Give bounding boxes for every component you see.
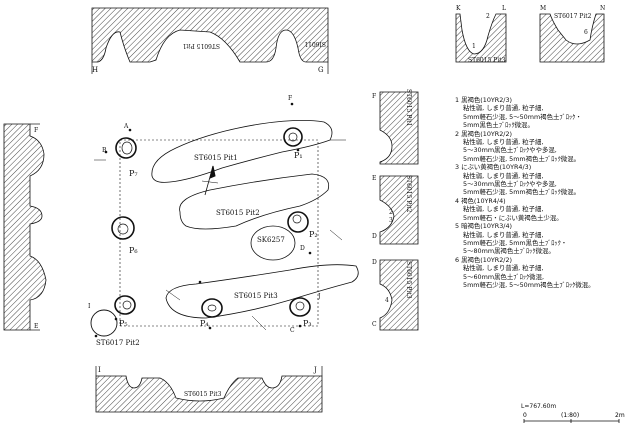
legend-entry-line: 5mm軽石少混, 5mm褐色土ﾌﾞﾛｯｸ微混。: [463, 188, 580, 197]
post-p1: P₁: [294, 151, 303, 160]
legend-entry-line: 5～30mm黒色土ﾌﾞﾛｯｸやや多混,: [463, 146, 557, 155]
plan-letter-b: B: [102, 147, 107, 154]
letter-e-left: E: [34, 323, 38, 330]
plan-letter-a: A: [123, 123, 129, 130]
legend-entry-head: 1 黒褐色(10YR2/3): [455, 96, 513, 104]
plan-letter-i: I: [88, 303, 91, 310]
letter-l: L: [502, 5, 506, 12]
legend-entry: 6 黒褐色(10YR2/2) 粘性弱, しまり普通, 粒子細, 5～60mm黒色…: [455, 256, 623, 290]
letter-j-section: J: [313, 366, 317, 374]
section-right: ST6015 Pit1 ST6015 Pit2 ST6015 Pit3 F E …: [372, 89, 419, 331]
legend-entry-line: 5mm軽石少混, 5mm黒色土ﾌﾞﾛｯｸ・: [463, 238, 568, 247]
legend-entry-head: 2 黒褐色(10YR2/2): [455, 129, 513, 138]
section-left: F E: [3, 123, 47, 331]
layer-num-3: 3: [389, 217, 393, 224]
layer-num-1-kl: 1: [472, 43, 476, 50]
mn-inner-label: ST6017 Pit2: [554, 13, 592, 20]
legend-entry-line: 粘性弱, しまり普通, 粒子細,: [463, 138, 544, 147]
legend-entry: 1 黒褐色(10YR2/3) 粘性弱, しまり普通, 粒子細, 5mm軽石少混,…: [455, 96, 623, 130]
top-section-label: ST6015 Pit1: [183, 42, 220, 49]
scale-bar-graphic: 0 (1:80) 2m: [523, 412, 625, 423]
legend-entry-line: 5～30mm黒色土ﾌﾞﾛｯｸやや多混,: [463, 180, 557, 189]
post-p2: P₂: [309, 230, 318, 239]
legend-entry-line: 粘性弱, しまり普通, 粒子細,: [463, 171, 544, 180]
legend-entry-head: 6 黒褐色(10YR2/2): [455, 255, 513, 264]
letter-g: G: [318, 66, 324, 74]
top-section-right-label: SI6011: [304, 40, 326, 47]
scale-ratio: (1:80): [561, 412, 579, 419]
section-m-n: M N ST6017 Pit2 6: [539, 5, 605, 63]
letter-h: H: [92, 66, 98, 74]
plan-letter-f: F: [288, 95, 292, 102]
scale-bar: L=767.60m 0 (1:80) 2m: [521, 403, 626, 428]
layer-num-6: 6: [584, 29, 588, 36]
scale-zero: 0: [523, 412, 527, 419]
plan-pit2-label: ST6015 Pit2: [216, 209, 260, 217]
layer-num-4: 4: [385, 297, 389, 304]
legend-entry-line: 5～60mm黒色土ﾌﾞﾛｯｸ微混,: [463, 272, 544, 281]
legend-entry-line: 5mm軽石・にぶい黄褐色土少混。: [463, 213, 563, 222]
legend-entry-line: 5mm軽石少混, 5～50mm褐色土ﾌﾞﾛｯｸ・: [463, 112, 582, 121]
legend-entry-line: 粘性弱, しまり普通, 粒子細,: [463, 230, 544, 239]
plan-st6017-label: ST6017 Pit2: [96, 339, 140, 347]
legend-entry: 4 褐色(10YR4/4) 粘性弱, しまり普通, 粒子細, 5mm軽石・にぶい…: [455, 197, 623, 222]
section-i-j: I J ST6015 Pit3: [95, 366, 323, 413]
legend-entry-head: 3 にぶい黄褐色(10YR4/3): [455, 163, 532, 172]
soil-layer-legend: 1 黒褐色(10YR2/3) 粘性弱, しまり普通, 粒子細, 5mm軽石少混,…: [455, 96, 623, 289]
plan-view: [90, 120, 359, 337]
legend-entry-line: 粘性弱, しまり普通, 粒子細,: [463, 264, 544, 273]
legend-entry-head: 5 暗褐色(10YR3/4): [455, 222, 513, 231]
legend-entry-line: 5mm黒色土ﾌﾞﾛｯｸ微混。: [463, 121, 534, 130]
plan-letter-j: J: [317, 293, 321, 300]
scale-max: 2m: [615, 412, 625, 419]
right-s1-label: ST6015 Pit1: [405, 89, 412, 126]
plan-letter-c: C: [290, 327, 295, 334]
right-s2-label: ST6015 Pit2: [405, 175, 412, 213]
post-p6: P₆: [129, 246, 138, 255]
letter-f-right: F: [372, 93, 376, 100]
letter-c-right: C: [372, 321, 377, 328]
right-s3-label: ST6015 Pit3: [405, 261, 412, 299]
plan-sk-label: SK6257: [257, 236, 285, 244]
legend-entry-head: 4 褐色(10YR4/4): [455, 196, 506, 205]
section-k-l: K L 2 1 ST6015 Pit3: [455, 5, 507, 64]
letter-i-section: I: [98, 366, 101, 374]
legend-entry-line: 5～80mm黒褐色土ﾌﾞﾛｯｸ微混。: [463, 247, 555, 256]
letter-f-left: F: [34, 127, 38, 134]
legend-entry-line: 粘性弱, しまり普通, 粒子細,: [463, 104, 544, 113]
legend-entry-line: 5mm軽石少混, 5～50mm褐色土ﾌﾞﾛｯｸ微混。: [463, 280, 595, 289]
post-p5: P₅: [119, 319, 128, 328]
elevation-label: L=767.60m: [521, 403, 557, 410]
post-p7: P₇: [129, 169, 138, 178]
legend-entry: 2 黒褐色(10YR2/2) 粘性弱, しまり普通, 粒子細, 5～30mm黒色…: [455, 130, 623, 164]
legend-entry-line: 粘性弱, しまり普通, 粒子細,: [463, 205, 544, 214]
plan-letter-d: D: [300, 245, 305, 252]
kl-inner-label: ST6015 Pit3: [468, 57, 506, 64]
letter-m: M: [540, 5, 546, 12]
layer-num-2: 2: [389, 209, 393, 216]
legend-entry-line: 5mm軽石少混, 5mm褐色土ﾌﾞﾛｯｸ微混。: [463, 154, 580, 163]
plan-pit3-label: ST6015 Pit3: [234, 292, 278, 300]
letter-n: N: [600, 5, 605, 12]
post-p4: P₄: [200, 319, 209, 328]
post-p3: P₃: [303, 319, 312, 328]
letter-d-right: D: [372, 233, 377, 240]
letter-k: K: [456, 5, 461, 12]
plan-markers: [94, 102, 312, 338]
legend-entry: 3 にぶい黄褐色(10YR4/3) 粘性弱, しまり普通, 粒子細, 5～30m…: [455, 163, 623, 197]
letter-d2-right: D: [372, 259, 377, 266]
plan-pit1-label: ST6015 Pit1: [194, 154, 238, 162]
section-h-g: H G ST6015 Pit1 SI6011: [91, 7, 329, 74]
legend-entry: 5 暗褐色(10YR3/4) 粘性弱, しまり普通, 粒子細, 5mm軽石少混,…: [455, 222, 623, 256]
bottom-section-label: ST6015 Pit3: [184, 391, 222, 398]
layer-num-2-kl: 2: [486, 13, 490, 20]
letter-e-right: E: [372, 175, 376, 182]
